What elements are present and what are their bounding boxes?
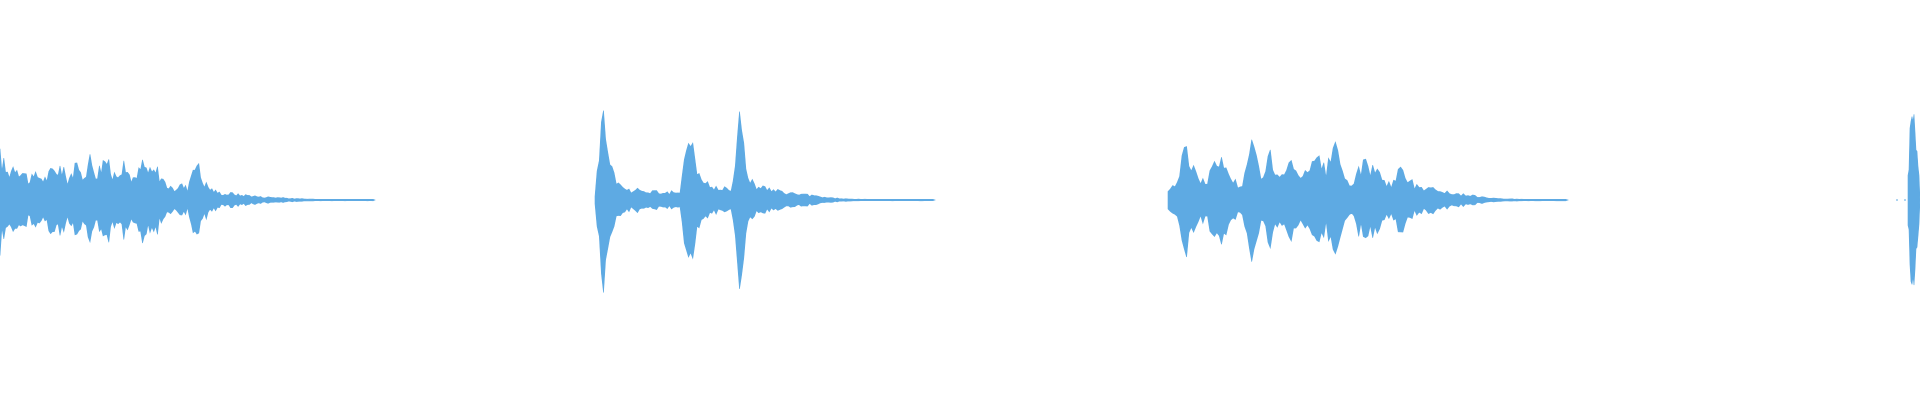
waveform-clip-2[interactable] [594,110,936,293]
waveform-envelope [594,110,936,293]
waveform-envelope [0,148,376,256]
waveform-clips [0,110,1920,293]
waveform-clip-3[interactable] [1167,139,1569,262]
waveform-clip-1[interactable] [0,148,376,256]
waveform-envelope [1167,139,1569,262]
waveform-clip-4[interactable] [1896,114,1920,286]
